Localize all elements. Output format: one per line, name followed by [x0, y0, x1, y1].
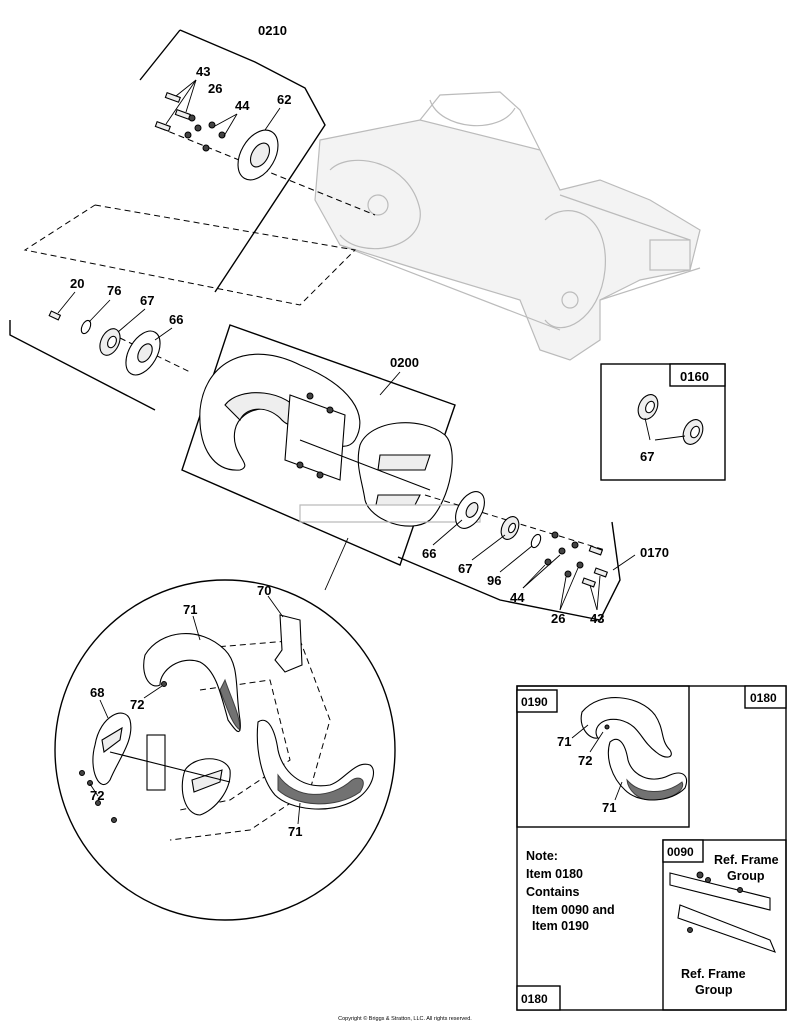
ref-frame-bottom-line-2: Group [695, 983, 733, 997]
callout-44-top: 44 [235, 98, 250, 113]
copyright-text: Copyright © Briggs & Stratton, LLC. All … [338, 1015, 472, 1022]
callout-66-right: 66 [422, 546, 436, 561]
callout-67-0160: 67 [640, 449, 654, 464]
callout-0180-top: 0180 [750, 691, 777, 705]
callout-43-top: 43 [196, 64, 210, 79]
washer-76 [80, 299, 111, 335]
group-0200-auger-assembly [181, 324, 481, 566]
auger-detail-circle [54, 537, 396, 921]
callout-62: 62 [277, 92, 291, 107]
note-line-3: Item 0090 and [532, 903, 615, 917]
callout-71-top: 71 [183, 602, 197, 617]
bearing-67-left [99, 308, 146, 356]
washer-26-set [184, 114, 202, 139]
callout-0160: 0160 [680, 369, 709, 384]
group-0180-box [516, 685, 787, 1011]
callout-26-top: 26 [208, 81, 222, 96]
ref-frame-bottom-line-1: Ref. Frame [681, 967, 746, 981]
callout-0170: 0170 [640, 545, 669, 560]
callout-96: 96 [487, 573, 501, 588]
callout-44-right: 44 [510, 590, 525, 605]
bolt-43-set [154, 79, 197, 132]
callout-72-bottom: 72 [90, 788, 104, 803]
group-0160-box [600, 363, 726, 481]
note-title: Note: [526, 849, 558, 863]
note-line-4: Item 0190 [532, 919, 589, 933]
callout-26-right: 26 [551, 611, 565, 626]
callout-0200: 0200 [390, 355, 419, 370]
callout-72-top: 72 [130, 697, 144, 712]
callout-71-0190-b: 71 [602, 800, 616, 815]
group-0170-bracket [397, 491, 636, 621]
callout-67-right: 67 [458, 561, 472, 576]
callout-67-left: 67 [140, 293, 154, 308]
callout-70: 70 [257, 583, 271, 598]
bearing-flange-62 [237, 107, 281, 181]
callout-72-0190: 72 [578, 753, 592, 768]
callout-0210: 0210 [258, 23, 287, 38]
flange-66-left [125, 327, 173, 376]
note-line-2: Contains [526, 885, 580, 899]
callout-20: 20 [70, 276, 84, 291]
ref-frame-top-line-2: Group [727, 869, 765, 883]
callout-43-right: 43 [590, 611, 604, 626]
auger-housing-frame-ghost [314, 91, 701, 361]
callout-76: 76 [107, 283, 121, 298]
callout-66-left: 66 [169, 312, 183, 327]
ref-frame-top-line-1: Ref. Frame [714, 853, 779, 867]
callout-71-0190-a: 71 [557, 734, 571, 749]
callout-71-bottom: 71 [288, 824, 302, 839]
callout-68: 68 [90, 685, 104, 700]
callout-0090: 0090 [667, 845, 694, 859]
callout-0180-bottom: 0180 [521, 992, 548, 1006]
group-0210-bracket [9, 29, 376, 411]
callout-0190: 0190 [521, 695, 548, 709]
bolt-20 [48, 291, 76, 321]
nut-44-set [202, 113, 238, 152]
note-line-1: Item 0180 [526, 867, 583, 881]
